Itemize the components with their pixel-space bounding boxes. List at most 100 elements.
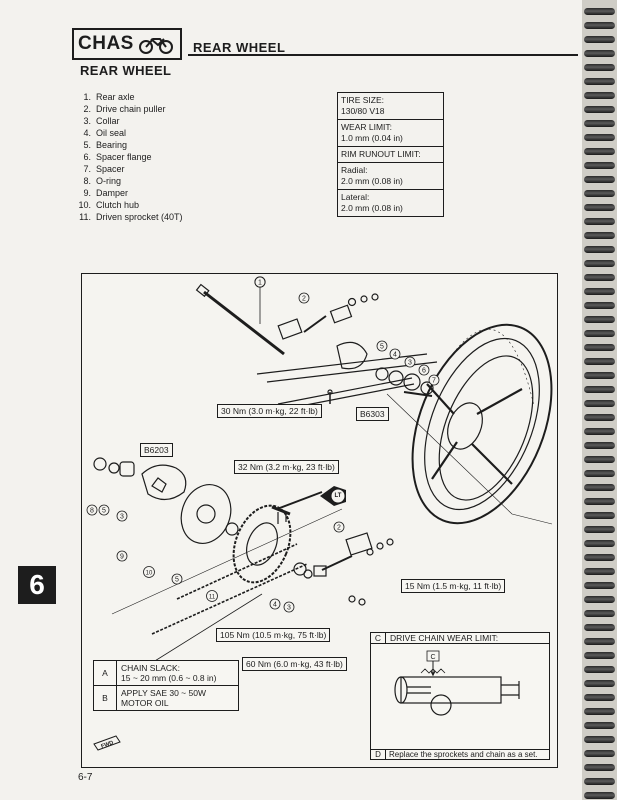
binding-ring (584, 666, 615, 673)
list-item: 10.Clutch hub (78, 200, 140, 210)
note-key: A (93, 660, 117, 686)
bearing-label-left: B6203 (140, 443, 173, 457)
callout-label: 5 (380, 344, 384, 351)
chas-section-badge: CHAS (72, 28, 182, 60)
binding-ring (584, 610, 615, 617)
binding-ring (584, 722, 615, 729)
list-item: 1.Rear axle (83, 92, 135, 102)
callout-label: 10 (146, 571, 153, 577)
binding-ring (584, 302, 615, 309)
callout-label: 3 (120, 514, 124, 521)
binding-ring (584, 8, 615, 15)
binding-ring (584, 288, 615, 295)
callout-label: 3 (287, 605, 291, 612)
callout-label: 5 (175, 577, 179, 584)
tire-size-cell: TIRE SIZE: 130/80 V18 (338, 93, 443, 120)
header-rule (188, 54, 578, 56)
binding-ring (584, 708, 615, 715)
bearing-label-right: B6303 (356, 407, 389, 421)
wear-limit-cell: WEAR LIMIT: 1.0 mm (0.04 in) (338, 120, 443, 147)
binding-ring (584, 792, 615, 799)
binding-ring (584, 624, 615, 631)
binding-ring (584, 736, 615, 743)
callout-label: 2 (302, 296, 306, 303)
binding-ring (584, 498, 615, 505)
binding-ring (584, 316, 615, 323)
binding-ring (584, 330, 615, 337)
gauge-key-label: C (430, 654, 435, 661)
binding-ring (584, 596, 615, 603)
section-title: REAR WHEEL (193, 40, 286, 55)
binding-ring (584, 134, 615, 141)
torque-label-sprocket: 105 Nm (10.5 m·kg, 75 ft·lb) (216, 628, 331, 642)
binding-ring (584, 512, 615, 519)
callout-label: 5 (102, 508, 106, 515)
binding-ring (584, 162, 615, 169)
binding-ring (584, 176, 615, 183)
list-item: 2.Drive chain puller (83, 104, 166, 114)
binding-ring (584, 120, 615, 127)
callout-label: 11 (209, 595, 216, 601)
binding-ring (584, 22, 615, 29)
callout-label: 2 (337, 525, 341, 532)
binding-ring (584, 106, 615, 113)
binding-ring (584, 64, 615, 71)
torque-label-caliper: 60 Nm (6.0 m·kg, 43 ft·lb) (242, 657, 347, 671)
binding-ring (584, 442, 615, 449)
binding-ring (584, 400, 615, 407)
list-item: 5.Bearing (83, 140, 128, 150)
binding-ring (584, 260, 615, 267)
table-row: B APPLY SAE 30 ~ 50W MOTOR OIL (93, 685, 239, 711)
callout-label: 1 (258, 280, 262, 287)
binding-ring (584, 778, 615, 785)
list-item: 9.Damper (83, 188, 129, 198)
list-item: 7.Spacer (83, 164, 125, 174)
binding-ring (584, 484, 615, 491)
binding-ring (584, 78, 615, 85)
callout-label: 9 (120, 554, 124, 561)
binding-ring (584, 36, 615, 43)
notes-table-left: A CHAIN SLACK: 15 ~ 20 mm (0.6 ~ 0.8 in)… (93, 660, 239, 711)
chain-wear-inset: C DRIVE CHAIN WEAR LIMIT: C D Replace th… (370, 632, 550, 760)
binding-ring (584, 50, 615, 57)
binding-ring (584, 148, 615, 155)
binding-ring (584, 526, 615, 533)
binding-ring (584, 582, 615, 589)
callout-label: 4 (273, 602, 277, 609)
torque-label-hub: 32 Nm (3.2 m·kg, 23 ft·lb) (234, 460, 339, 474)
fwd-text: FWD (100, 740, 114, 750)
binding-ring (584, 246, 615, 253)
list-item: 8.O-ring (83, 176, 122, 186)
binding-ring (584, 386, 615, 393)
note-key: B (93, 685, 117, 711)
chain-gauge-drawing: C (394, 650, 520, 716)
fwd-arrow-icon: FWD (93, 735, 121, 751)
binding-ring (584, 358, 615, 365)
binding-ring (584, 344, 615, 351)
binding-ring (584, 694, 615, 701)
spec-box: TIRE SIZE: 130/80 V18 WEAR LIMIT: 1.0 mm… (337, 92, 444, 217)
manual-page: CHAS REAR WHEEL REAR WHEEL 1.Rear axle 2… (18, 28, 578, 783)
list-item: 3.Collar (83, 116, 120, 126)
binding-ring (584, 568, 615, 575)
binding-ring (584, 470, 615, 477)
binding-ring (584, 92, 615, 99)
callout-label: 4 (393, 352, 397, 359)
inset-header: C DRIVE CHAIN WEAR LIMIT: (371, 633, 549, 644)
binding-ring (584, 680, 615, 687)
binding-ring (584, 414, 615, 421)
binding-ring (584, 190, 615, 197)
page-title: REAR WHEEL (80, 63, 172, 78)
callout-label: 7 (432, 378, 436, 385)
binding-ring (584, 638, 615, 645)
list-item: 4.Oil seal (83, 128, 127, 138)
callout-label: 3 (408, 360, 412, 367)
torque-label-axle: 30 Nm (3.0 m·kg, 22 ft·lb) (217, 404, 322, 418)
binding-ring (584, 540, 615, 547)
binding-ring (584, 750, 615, 757)
lt-text: LT (335, 493, 342, 499)
page-number: 6-7 (78, 772, 93, 783)
diagram-drawing: LT 1 2 5 4 3 6 7 8 5 (86, 276, 553, 751)
binding-ring (584, 652, 615, 659)
list-item: 11.Driven sprocket (40T) (79, 212, 183, 222)
